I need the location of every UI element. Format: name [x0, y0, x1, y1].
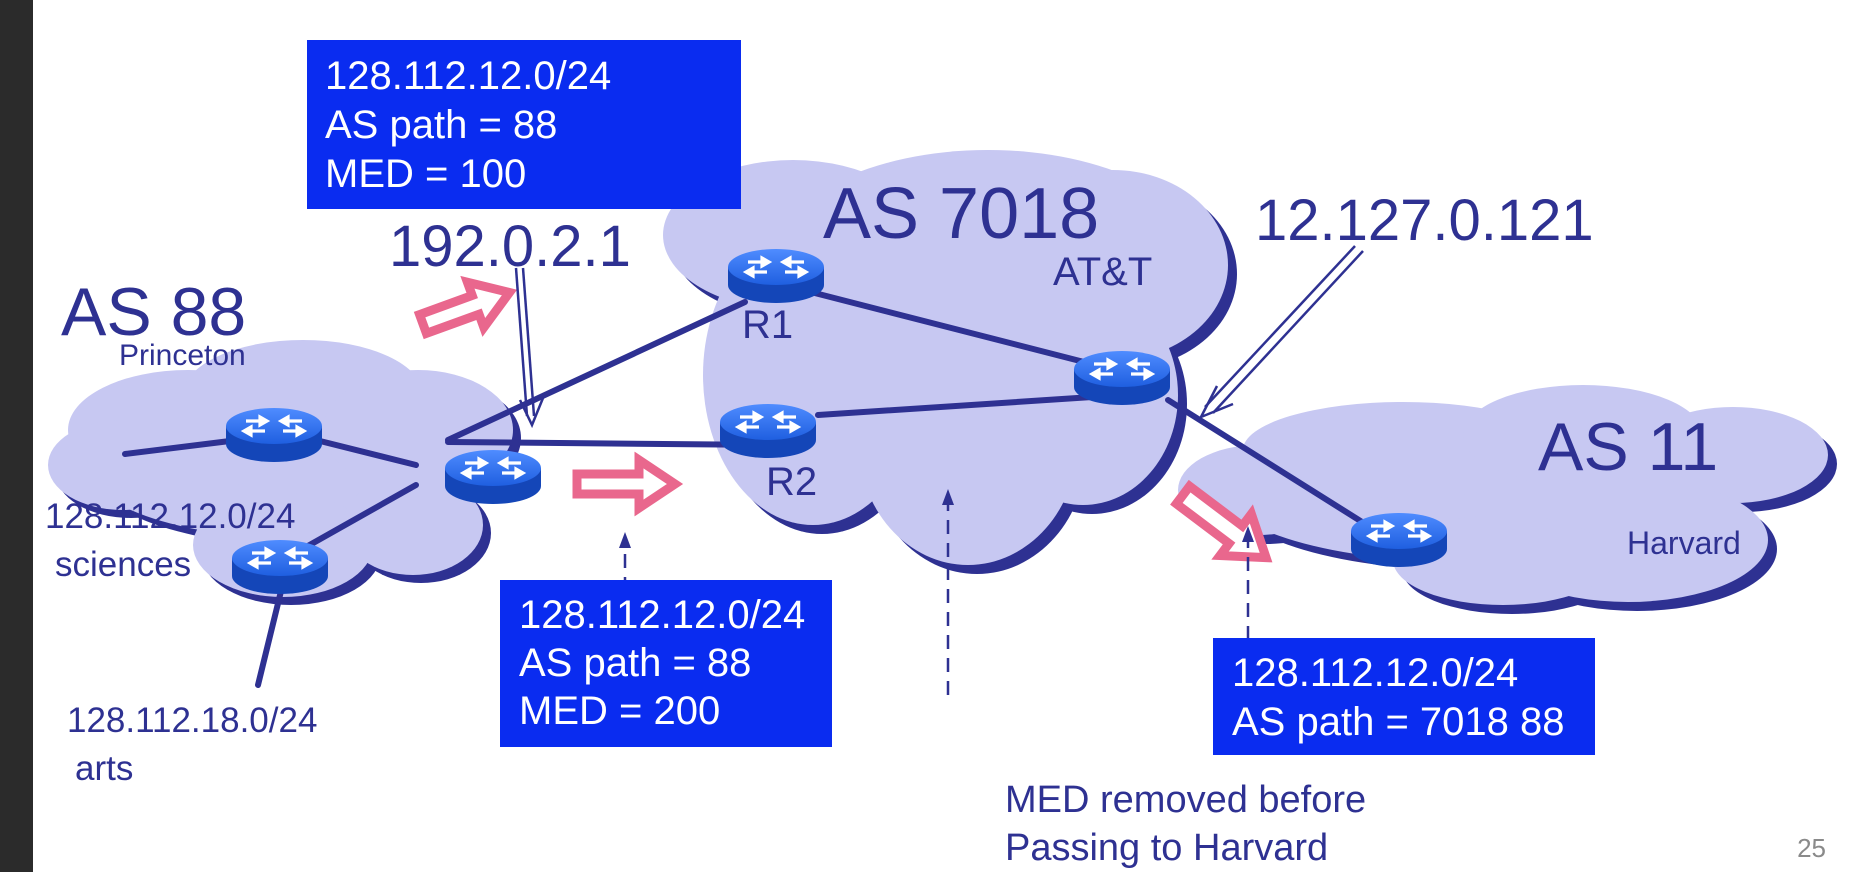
left-dark-bar [0, 0, 33, 872]
route-box-r2-aspath: AS path = 88 [519, 641, 751, 685]
sciences-prefix: 128.112.12.0/24 [45, 497, 295, 536]
nexthop-left-address: 192.0.2.1 [389, 214, 631, 279]
router-r1 [726, 247, 826, 305]
cloud-as11 [1178, 385, 1837, 614]
as11-org: Harvard [1627, 525, 1741, 561]
route-box-r1-med: MED = 100 [325, 152, 526, 196]
as88-name: AS 88 [61, 274, 246, 350]
link-r2-att [815, 392, 1126, 418]
route-box-harvard-aspath: AS path = 7018 88 [1232, 700, 1565, 744]
cloud-as88 [48, 340, 521, 605]
route-box-r2: 128.112.12.0/24 AS path = 88 MED = 200 [500, 580, 832, 747]
link-att-harvard [1165, 397, 1381, 535]
route-box-r1: 128.112.12.0/24 AS path = 88 MED = 100 [307, 40, 741, 209]
router-r2-label: R2 [766, 460, 817, 504]
route-box-r2-prefix: 128.112.12.0/24 [519, 593, 805, 637]
route-box-r2-med: MED = 200 [519, 689, 720, 733]
link-r1-att [800, 287, 1126, 375]
slide-canvas: 128.112.12.0/24 AS path = 88 MED = 100 1… [33, 0, 1866, 872]
router-att-border [1072, 349, 1172, 407]
med-note-line1: MED removed before [1005, 779, 1366, 821]
route-box-harvard: 128.112.12.0/24 AS path = 7018 88 [1213, 638, 1595, 755]
as7018-name: AS 7018 [823, 174, 1099, 254]
dashed-pointer-att [942, 489, 954, 695]
arts-prefix: 128.112.18.0/24 [67, 701, 317, 740]
link-arts-stub [255, 580, 286, 688]
dashed-pointer-harvard-box [1242, 526, 1254, 640]
route-box-r1-aspath: AS path = 88 [325, 103, 557, 147]
link-border-r2 [445, 439, 778, 448]
router-princeton-internal [224, 406, 324, 464]
router-harvard [1349, 511, 1449, 569]
pointer-12-127-0-121 [1198, 245, 1364, 420]
router-princeton-border [443, 448, 543, 506]
router-r2 [718, 402, 818, 460]
sciences-label: sciences [55, 545, 191, 584]
as88-org: Princeton [119, 339, 246, 372]
announce-arrow-r1 [413, 275, 518, 340]
route-box-harvard-prefix: 128.112.12.0/24 [1232, 651, 1518, 695]
route-box-r1-prefix: 128.112.12.0/24 [325, 54, 611, 98]
arts-label: arts [75, 749, 133, 788]
as11-name: AS 11 [1538, 409, 1718, 485]
link-border-r1 [445, 299, 748, 443]
router-sciences [230, 538, 330, 596]
as7018-org: AT&T [1053, 250, 1152, 294]
link-sciences-stub [122, 437, 241, 457]
med-note-line2: Passing to Harvard [1005, 827, 1328, 869]
slide-page-number: 25 [1797, 833, 1826, 863]
link-r-princeton-border [313, 437, 419, 468]
router-r1-label: R1 [742, 303, 793, 347]
nexthop-right-address: 12.127.0.121 [1255, 188, 1594, 253]
pointer-192-0-2-1 [514, 267, 545, 429]
announce-arrow-r2 [572, 451, 684, 517]
